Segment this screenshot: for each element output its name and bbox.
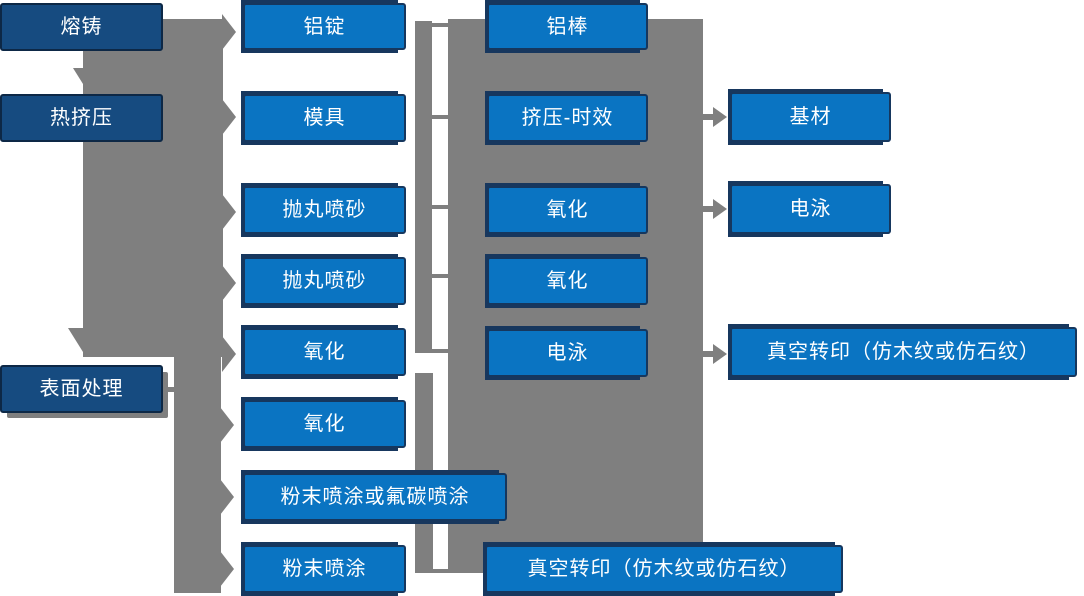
connector-bus-stub [432, 23, 448, 27]
node-aluminum-rod: 铝棒 [487, 3, 648, 50]
connector-trunk-lower [174, 357, 221, 593]
node-oxidation-c2-2: 氧化 [243, 400, 406, 448]
node-extrusion-aging: 挤压-时效 [487, 94, 648, 142]
arrow-right-icon [222, 14, 236, 50]
node-melting-casting: 熔铸 [0, 3, 163, 51]
connector-arrow-shaft [703, 114, 715, 120]
arrow-right-icon [222, 265, 236, 301]
arrow-right-icon [220, 479, 234, 515]
connector-arrow-shaft [703, 206, 715, 212]
node-shot-blasting-1: 抛丸喷砂 [243, 186, 406, 234]
node-vacuum-transfer-bottom: 真空转印（仿木纹或仿石纹） [485, 545, 843, 593]
connector-bus-stub [432, 115, 448, 119]
node-aluminum-ingot: 铝锭 [243, 3, 406, 50]
arrow-right-icon [713, 344, 727, 364]
connector-bus-bar-upper [415, 21, 432, 353]
connector-bus-stub [432, 274, 448, 278]
node-powder-or-fluorocarbon-coating: 粉末喷涂或氟碳喷涂 [243, 473, 507, 521]
connector-bus-stub [432, 349, 448, 353]
arrow-right-icon [222, 99, 236, 135]
arrow-right-icon [713, 199, 727, 219]
connector-arrow-shaft [703, 351, 715, 357]
arrow-down-icon [68, 328, 98, 352]
node-oxidation-c2-1: 氧化 [243, 328, 406, 376]
arrow-down-icon [73, 68, 103, 92]
node-oxidation-c3-1: 氧化 [487, 186, 648, 234]
arrow-right-icon [222, 336, 236, 372]
connector-bus-stub [432, 569, 448, 573]
connector-trunk-main [83, 19, 223, 357]
arrow-right-icon [713, 107, 727, 127]
node-base-material: 基材 [730, 92, 891, 142]
node-surface-treatment: 表面处理 [0, 365, 163, 413]
node-hot-extrusion: 热挤压 [0, 94, 163, 142]
node-shot-blasting-2: 抛丸喷砂 [243, 257, 406, 305]
arrow-right-icon [222, 194, 236, 230]
node-electrophoresis-c4: 电泳 [730, 184, 891, 234]
node-mold: 模具 [243, 94, 406, 142]
node-electrophoresis-c3: 电泳 [487, 329, 648, 377]
node-powder-coating: 粉末喷涂 [243, 545, 406, 593]
arrow-right-icon [220, 407, 234, 443]
connector-bus-stub [432, 205, 448, 209]
node-vacuum-transfer-right: 真空转印（仿木纹或仿石纹） [730, 327, 1077, 377]
node-oxidation-c3-2: 氧化 [487, 257, 648, 305]
connector-surface-treatment-stub [161, 387, 176, 392]
arrow-right-icon [220, 551, 234, 587]
